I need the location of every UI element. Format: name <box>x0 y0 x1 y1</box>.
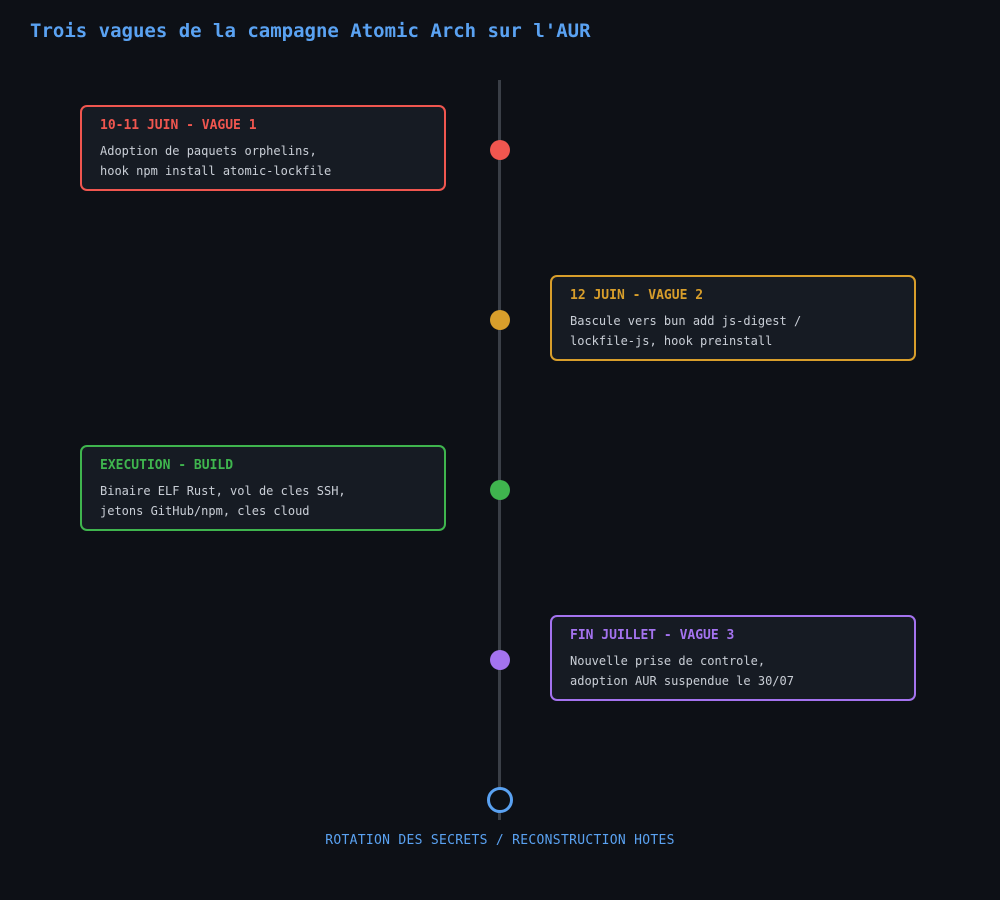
event-dot-4 <box>490 650 510 670</box>
event-description-line: Binaire ELF Rust, vol de cles SSH, <box>100 484 346 498</box>
event-card-2: 12 JUIN - VAGUE 2 Bascule vers bun add j… <box>550 275 916 361</box>
event-description-line: adoption AUR suspendue le 30/07 <box>570 674 794 688</box>
event-label: 12 JUIN - VAGUE 2 <box>570 288 704 303</box>
timeline-line <box>498 80 501 820</box>
event-label: EXECUTION - BUILD <box>100 458 234 473</box>
event-description-line: Adoption de paquets orphelins, <box>100 144 317 158</box>
event-card-3: EXECUTION - BUILD Binaire ELF Rust, vol … <box>80 445 446 531</box>
event-description-line: Bascule vers bun add js-digest / <box>570 314 802 328</box>
event-label: 10-11 JUIN - VAGUE 1 <box>100 118 257 133</box>
event-description-line: lockfile-js, hook preinstall <box>570 334 773 348</box>
event-description-line: Nouvelle prise de controle, <box>570 654 766 668</box>
event-label: FIN JUILLET - VAGUE 3 <box>570 628 735 643</box>
timeline-end-marker <box>487 787 513 813</box>
event-card-4: FIN JUILLET - VAGUE 3 Nouvelle prise de … <box>550 615 916 701</box>
event-dot-2 <box>490 310 510 330</box>
event-card-1: 10-11 JUIN - VAGUE 1 Adoption de paquets… <box>80 105 446 191</box>
event-description-line: hook npm install atomic-lockfile <box>100 164 332 178</box>
event-dot-3 <box>490 480 510 500</box>
event-description-line: jetons GitHub/npm, cles cloud <box>100 504 310 518</box>
timeline-end-label: ROTATION DES SECRETS / RECONSTRUCTION HO… <box>325 833 675 848</box>
page-title: Trois vagues de la campagne Atomic Arch … <box>30 20 591 42</box>
event-dot-1 <box>490 140 510 160</box>
